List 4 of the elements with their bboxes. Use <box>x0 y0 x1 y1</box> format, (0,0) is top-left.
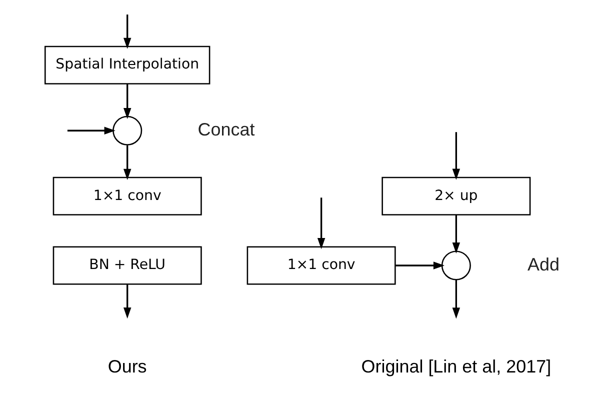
label: Original [Lin et al, 2017] <box>361 356 552 377</box>
node-label: Add <box>528 254 560 274</box>
label: Ours <box>108 356 147 377</box>
node-label: Concat <box>198 119 255 140</box>
